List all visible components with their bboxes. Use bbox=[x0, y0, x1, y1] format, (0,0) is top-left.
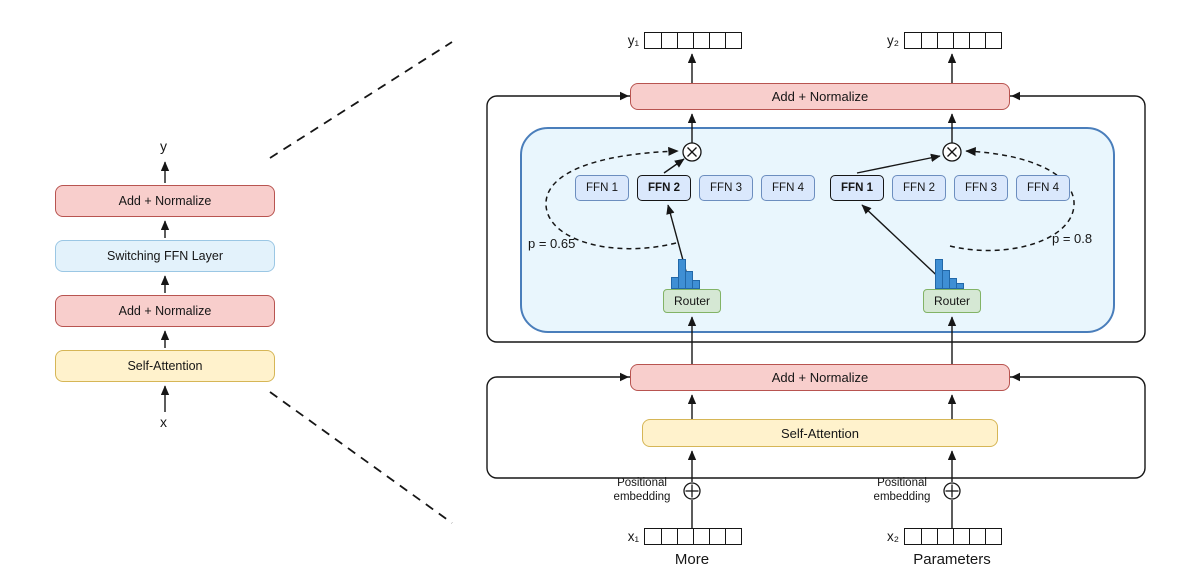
router-left: Router bbox=[663, 289, 721, 313]
y1-token-strip bbox=[644, 32, 742, 49]
self-attention-bar: Self-Attention bbox=[642, 419, 998, 447]
left-output-label: y bbox=[160, 138, 167, 154]
ffn-1-right-selected: FFN 1 bbox=[830, 175, 884, 201]
left-self-attention: Self-Attention bbox=[55, 350, 275, 382]
token-cell bbox=[693, 33, 709, 48]
token-cell bbox=[953, 529, 969, 544]
token-cell bbox=[661, 529, 677, 544]
plus-icon-right bbox=[943, 482, 961, 500]
output-token-label-y1: y₁ bbox=[627, 33, 639, 48]
token-cell bbox=[937, 529, 953, 544]
router-histogram-right bbox=[935, 259, 964, 289]
token-cell bbox=[693, 529, 709, 544]
ffn-3-right: FFN 3 bbox=[954, 175, 1008, 201]
input-token-label-x2: x₂ bbox=[887, 529, 899, 544]
input-token-label-x1: x₁ bbox=[627, 529, 639, 544]
caption-parameters: Parameters bbox=[913, 551, 991, 568]
probability-label-right: p = 0.8 bbox=[1052, 231, 1093, 246]
zoom-dashed-line-bottom bbox=[269, 391, 453, 524]
histogram-bar bbox=[692, 280, 700, 289]
y2-token-strip bbox=[904, 32, 1002, 49]
token-cell bbox=[645, 33, 661, 48]
plus-icon-left bbox=[683, 482, 701, 500]
x1-token-strip bbox=[644, 528, 742, 545]
ffn-2-left-selected: FFN 2 bbox=[637, 175, 691, 201]
ffn-2-right: FFN 2 bbox=[892, 175, 946, 201]
zoom-dashed-line-top bbox=[269, 41, 453, 159]
token-cell bbox=[905, 529, 921, 544]
add-normalize-bottom-bar: Add + Normalize bbox=[630, 364, 1010, 391]
router-right: Router bbox=[923, 289, 981, 313]
token-cell bbox=[985, 529, 1001, 544]
positional-embedding-label-left: Positional embedding bbox=[613, 477, 671, 503]
token-cell bbox=[985, 33, 1001, 48]
token-cell bbox=[709, 33, 725, 48]
token-cell bbox=[645, 529, 661, 544]
x2-token-strip bbox=[904, 528, 1002, 545]
token-cell bbox=[969, 529, 985, 544]
ffn-3-left: FFN 3 bbox=[699, 175, 753, 201]
token-cell bbox=[661, 33, 677, 48]
probability-label-left: p = 0.65 bbox=[528, 236, 576, 251]
positional-embedding-label-right: Positional embedding bbox=[873, 477, 931, 503]
token-cell bbox=[905, 33, 921, 48]
token-cell bbox=[921, 33, 937, 48]
ffn-1-left: FFN 1 bbox=[575, 175, 629, 201]
left-add-normalize-top: Add + Normalize bbox=[55, 185, 275, 217]
caption-more: More bbox=[674, 551, 710, 568]
token-cell bbox=[953, 33, 969, 48]
ffn-4-right: FFN 4 bbox=[1016, 175, 1070, 201]
token-cell bbox=[969, 33, 985, 48]
add-normalize-top-bar: Add + Normalize bbox=[630, 83, 1010, 110]
router-histogram-left bbox=[671, 259, 700, 289]
left-input-label: x bbox=[160, 414, 167, 430]
switching-ffn-layer-container bbox=[520, 127, 1115, 333]
token-cell bbox=[725, 529, 741, 544]
left-add-normalize-bottom: Add + Normalize bbox=[55, 295, 275, 327]
token-cell bbox=[725, 33, 741, 48]
token-cell bbox=[677, 529, 693, 544]
output-token-label-y2: y₂ bbox=[887, 33, 899, 48]
token-cell bbox=[937, 33, 953, 48]
token-cell bbox=[921, 529, 937, 544]
ffn-4-left: FFN 4 bbox=[761, 175, 815, 201]
token-cell bbox=[677, 33, 693, 48]
token-cell bbox=[709, 529, 725, 544]
left-switching-ffn-layer: Switching FFN Layer bbox=[55, 240, 275, 272]
